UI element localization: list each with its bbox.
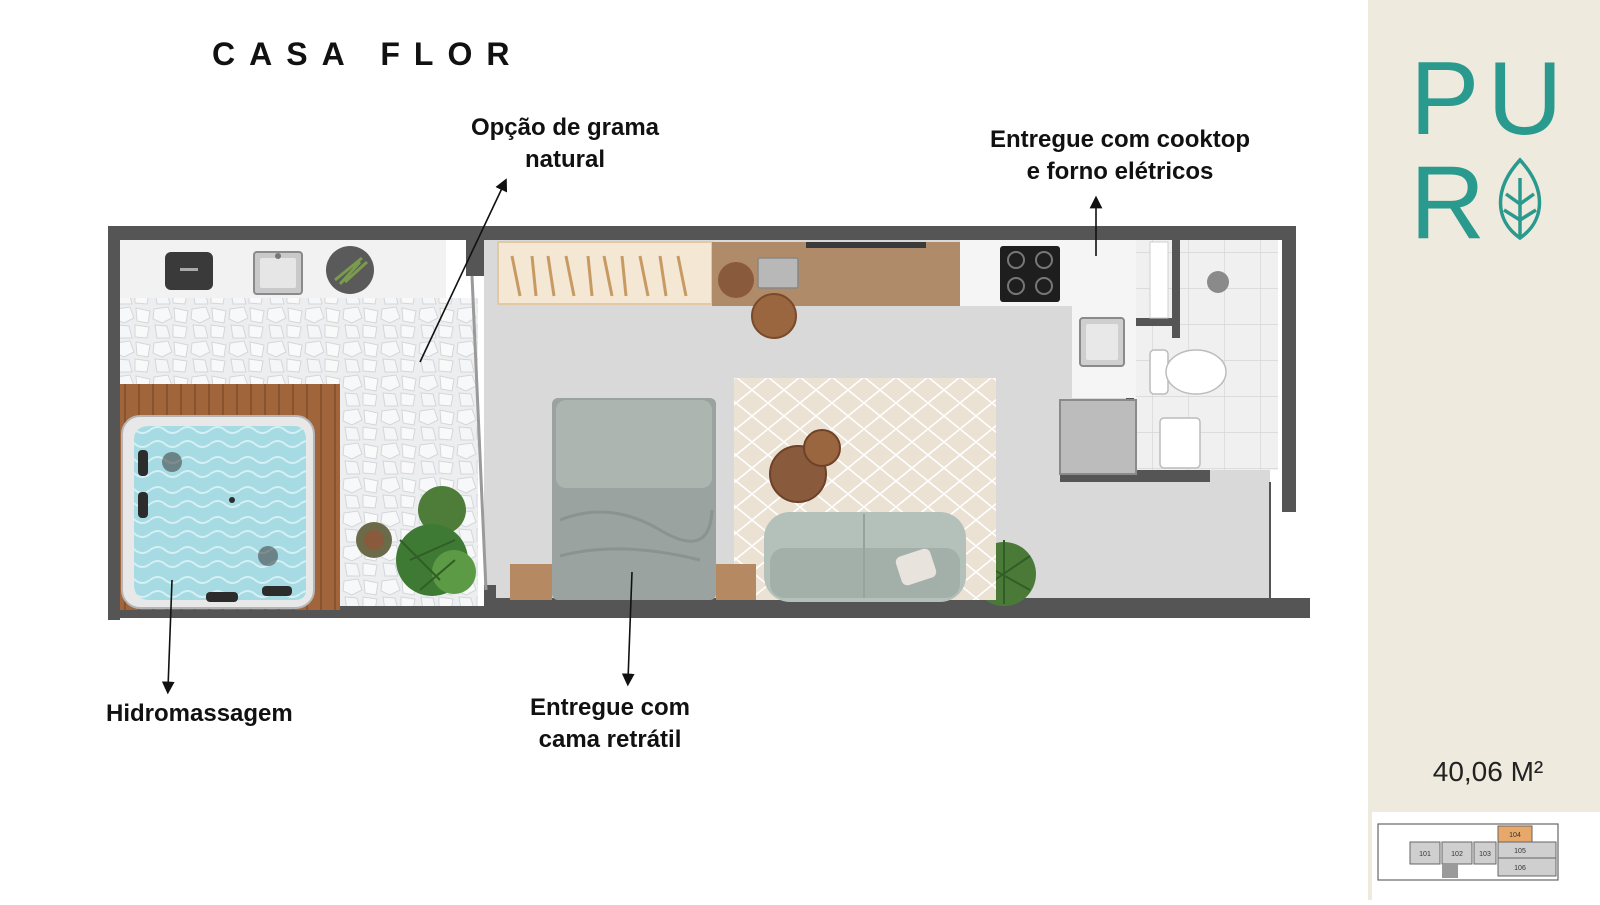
fruit-bowl [718, 262, 754, 298]
keyplan-unit-105 [1497, 841, 1557, 859]
area-label: 40,06 M² [1432, 756, 1544, 787]
nightstand-left [510, 564, 552, 600]
cooktop [1000, 246, 1060, 302]
keyplan-label-102: 102 [1451, 851, 1463, 858]
logo-text-line2: R [1410, 145, 1485, 248]
callout-arrows [161, 178, 1103, 695]
leaf-icon [1498, 157, 1542, 241]
annotation-grama: Opção de grama natural [440, 112, 690, 176]
annotation-cama-line1: Entregue com [529, 694, 691, 721]
keyplan-unit-101 [1409, 841, 1441, 865]
annotation-cama: Entregue com cama retrátil [490, 692, 730, 756]
annotation-cama-line2: cama retrátil [538, 726, 682, 753]
annotation-cooktop-line1: Entregue com cooktop [989, 126, 1251, 153]
annotation-grama-text: Opção de grama natural [470, 114, 660, 173]
keyplan-label-106: 106 [1514, 865, 1526, 872]
plant-cluster [356, 486, 476, 596]
kitchen-sink [1079, 317, 1125, 367]
toilet [1149, 349, 1227, 395]
annotation-cooktop-line2: e forno elétricos [1026, 158, 1214, 185]
shower-drain [1207, 271, 1229, 293]
key-plan: 101 102 103 104 105 106 [1372, 812, 1600, 900]
keyplan-unit-103 [1473, 841, 1497, 865]
annotation-cooktop: Entregue com cooktop e forno elétricos [960, 124, 1280, 188]
logo-text-line1: PU [1410, 48, 1560, 157]
bar-stool [751, 293, 797, 339]
walls [108, 226, 1310, 620]
retractable-bed [552, 398, 716, 600]
herb-pot [326, 246, 374, 294]
keyplan-unit-106 [1497, 857, 1557, 877]
outdoor-grill [165, 252, 213, 290]
nightstand-right [716, 564, 756, 600]
keyplan-label-103: 103 [1479, 851, 1491, 858]
floor-plan [108, 178, 1310, 695]
kitchen-counter [712, 242, 960, 306]
annotation-hidro: Hidromassagem [106, 698, 293, 730]
sofa [764, 512, 966, 602]
page-title: CASA FLOR [212, 36, 524, 72]
brand-panel [1368, 0, 1600, 900]
glass-door-line [470, 275, 488, 591]
brand-logo: PU R [1410, 41, 1562, 261]
laptop [757, 257, 799, 289]
keyplan-label-104: 104 [1509, 832, 1521, 839]
outdoor-sink [253, 251, 303, 295]
side-tables [769, 429, 841, 503]
annotation-hidro-text: Hidromassagem [106, 700, 293, 727]
wall-tv [806, 242, 926, 248]
keyplan-label-105: 105 [1514, 848, 1526, 855]
keyplan-label-101: 101 [1419, 851, 1431, 858]
shower-niche [1149, 241, 1169, 319]
bathroom-sink [1159, 417, 1201, 469]
shelving-unit [497, 241, 713, 305]
oven [1059, 399, 1137, 475]
hot-tub [121, 415, 315, 609]
